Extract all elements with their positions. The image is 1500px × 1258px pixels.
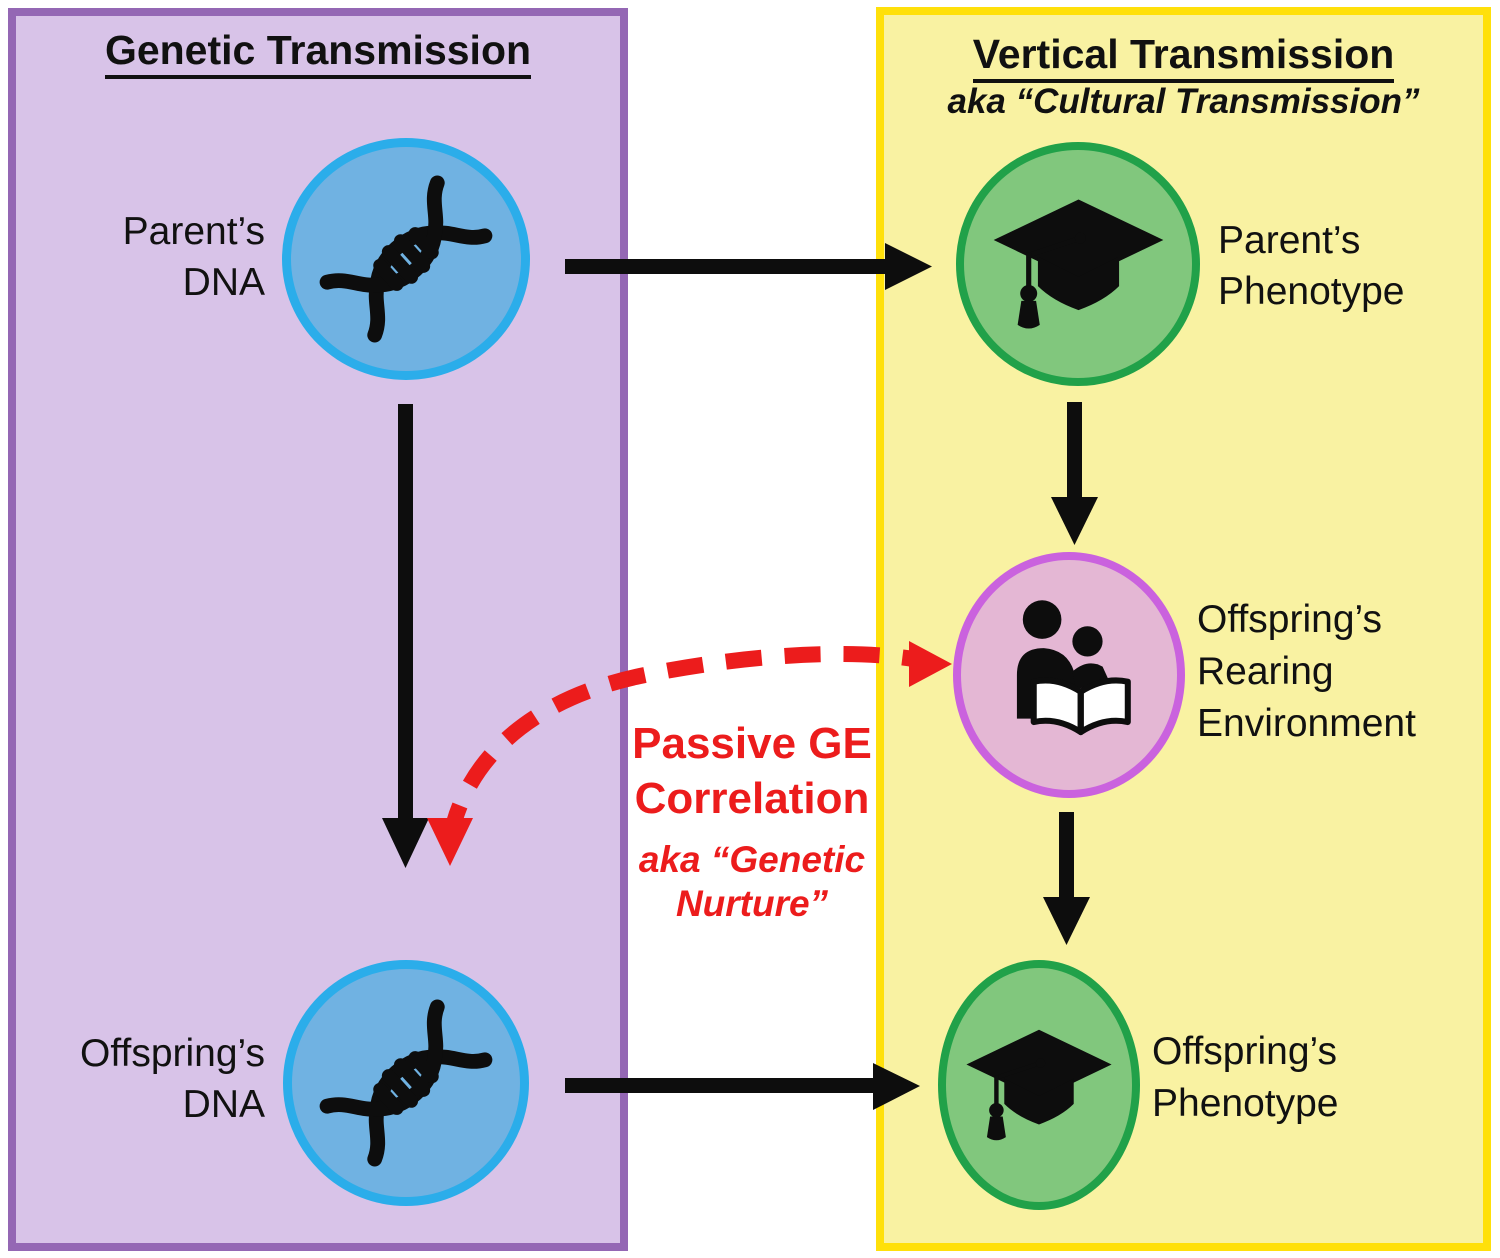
offspring-dna-label: Offspring’s DNA [80,1032,265,1126]
offspring-dna-circle [283,960,529,1206]
graduation-cap-icon [966,1029,1112,1141]
parent-child-reading-icon [1016,600,1131,736]
passive-ge-correlation-label: Passive GE Correlation aka “Genetic Nurt… [632,719,872,924]
vertical-transmission-subtitle: aka “Cultural Transmission” [947,82,1420,121]
offspring-rearing-label: Offspring’s Rearing Environment [1197,598,1416,745]
genetic-transmission-title-text: Genetic Transmission [104,27,532,79]
vertical-transmission-title: Vertical Transmission [876,30,1491,83]
offspring-phenotype-label: Offspring’s Phenotype [1152,1030,1339,1125]
vertical-transmission-title-text: Vertical Transmission [972,31,1395,83]
dna-icon [319,175,493,343]
offspring-phenotype-circle [938,960,1140,1210]
offspring-rearing-circle [953,552,1185,798]
parent-phenotype-circle [956,142,1200,386]
dna-icon [319,999,493,1167]
graduation-cap-icon [993,199,1163,329]
parent-dna-circle [282,138,530,380]
parent-phenotype-label: Parent’s Phenotype [1218,219,1405,313]
parent-dna-label: Parent’s DNA [122,210,265,304]
genetic-transmission-title: Genetic Transmission [8,26,628,79]
